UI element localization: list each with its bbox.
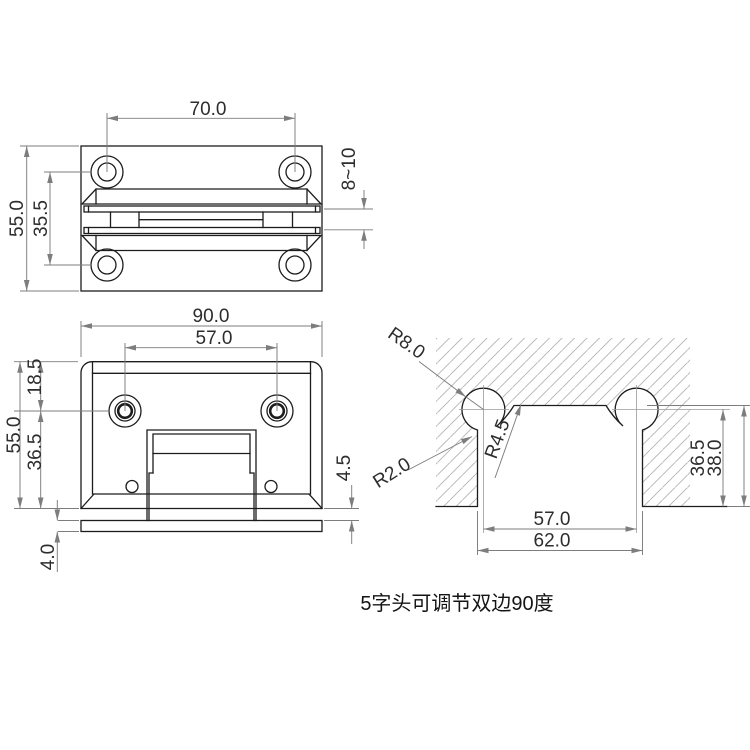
drawing-note: 5字头可调节双边90度 [360, 592, 553, 615]
top-view-clamp-jaws [80, 188, 323, 252]
dim-top-hole-spacing-v: 35.5 [31, 200, 52, 237]
dim-front-overall-height: 55.0 [4, 417, 25, 454]
top-view-dimensions: 70.0 55.0 35.5 8~10 [7, 99, 373, 292]
dim-cutout-hole-center-depth: 36.5 [688, 440, 709, 477]
top-view: 70.0 55.0 35.5 8~10 [7, 99, 373, 292]
dim-cutout-notch-width: 62.0 [534, 531, 571, 552]
top-view-plate-outline [80, 145, 323, 292]
front-view-plate-outline [80, 361, 323, 510]
glass-cutout-outline [435, 387, 728, 508]
front-view-plate-bevel [80, 361, 323, 510]
cutout-centerlines [459, 385, 730, 533]
dim-front-hole-spacing: 57.0 [196, 328, 233, 349]
top-view-screw-holes [90, 155, 312, 282]
dim-top-hole-spacing-h: 70.0 [190, 99, 227, 120]
dim-cutout-edge-fillet-radius: R4.5 [481, 417, 514, 462]
dim-top-glass-thickness: 8~10 [339, 148, 360, 191]
front-view-base-strip [80, 519, 323, 533]
front-view-screw-holes [108, 394, 294, 428]
front-view: 90.0 57.0 55.0 18.5 36.5 4.5 4.0 [4, 306, 359, 572]
dim-front-overall-width: 90.0 [193, 306, 230, 327]
dim-cutout-wall-fillet-radius: R2.0 [370, 454, 415, 493]
dim-front-cover-offset: 4.5 [334, 455, 355, 481]
dim-cutout-lobe-radius: R8.0 [384, 323, 429, 363]
dim-front-plate-thickness: 4.0 [38, 544, 59, 570]
front-view-dimensions: 90.0 57.0 55.0 18.5 36.5 4.5 4.0 [4, 306, 359, 572]
glass-cutout-view: 57.0 62.0 36.5 38.0 R8.0 R2.0 R4.5 [370, 323, 750, 555]
dim-top-overall-height: 55.0 [7, 200, 28, 237]
dim-front-top-to-hole: 18.5 [25, 359, 46, 396]
dim-cutout-notch-depth: 38.0 [705, 440, 726, 477]
dim-front-hole-to-bottom: 36.5 [25, 434, 46, 471]
front-view-cover-tab [125, 429, 278, 522]
glass-hatch [436, 338, 690, 507]
dim-cutout-hole-spacing: 57.0 [534, 509, 571, 530]
